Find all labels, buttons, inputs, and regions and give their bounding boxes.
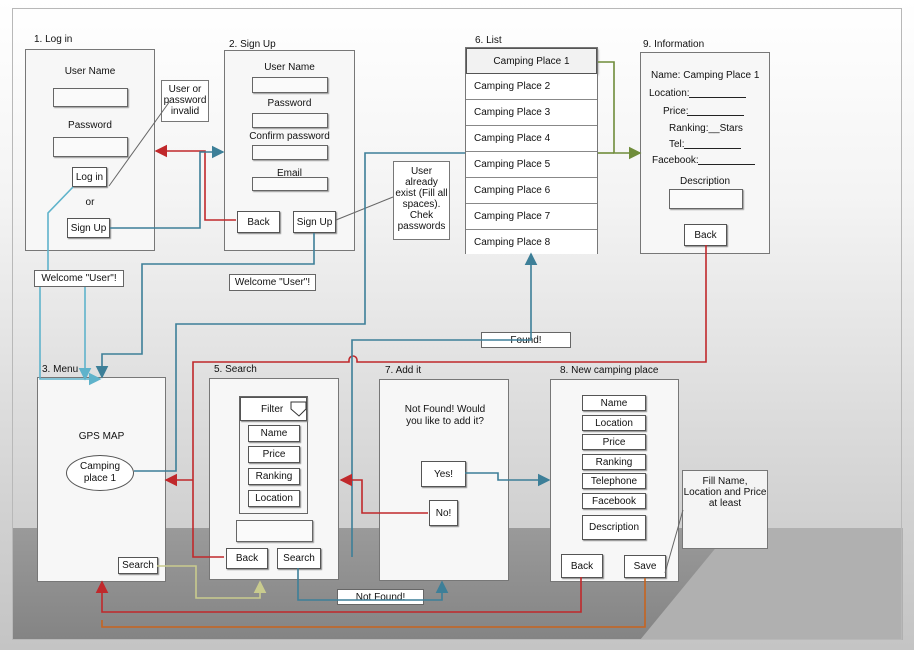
signup-title: 2. Sign Up [229,39,276,50]
newplace-field-price[interactable]: Price [582,434,646,450]
login-user-label: User Name [64,66,116,77]
search-input[interactable] [236,520,313,542]
chevron-down-icon [290,401,307,417]
login-panel: User Name Password Log in or Sign Up [25,49,155,251]
list-item-5[interactable]: Camping Place 5 [466,152,597,178]
newplace-field-facebook[interactable]: Facebook [582,493,646,509]
newplace-field-ranking[interactable]: Ranking [582,454,646,470]
list-item-8[interactable]: Camping Place 8 [466,230,597,254]
login-signup-button[interactable]: Sign Up [67,218,110,238]
list-item-2[interactable]: Camping Place 2 [466,74,597,100]
welcome-tag-1: Welcome "User"! [34,270,124,287]
menu-gps-map: GPS MAP [78,431,125,442]
addit-title: 7. Add it [385,365,422,376]
diagram-frame [12,8,902,640]
signup-password-field[interactable] [252,113,328,128]
addit-message: Not Found! Would you like to add it? [404,404,486,427]
newplace-field-location[interactable]: Location [582,415,646,431]
signup-user-label: User Name [264,62,315,73]
login-button[interactable]: Log in [72,167,107,187]
login-password-field[interactable] [53,137,128,157]
info-tel-line [684,148,741,149]
search-option-name[interactable]: Name [248,425,300,442]
info-facebook-line [698,164,755,165]
info-price-label: Price: [663,106,689,117]
list-item-6[interactable]: Camping Place 6 [466,178,597,204]
info-ranking: Ranking:__Stars [669,123,743,134]
newplace-panel: Name Location Price Ranking Telephone Fa… [550,379,679,582]
list-item-4[interactable]: Camping Place 4 [466,126,597,152]
signup-password-label: Password [267,98,312,109]
signup-back-button[interactable]: Back [237,211,280,233]
login-password-label: Password [68,120,112,131]
menu-title: 3. Menu [42,364,79,375]
info-price-line [687,115,744,116]
signup-user-field[interactable] [252,77,328,93]
info-back-button[interactable]: Back [684,224,727,246]
info-location-line [689,97,746,98]
newplace-back-button[interactable]: Back [561,554,603,578]
menu-search-button[interactable]: Search [118,557,158,574]
menu-camping-place-marker[interactable]: Camping place 1 [66,455,134,491]
search-option-ranking[interactable]: Ranking [248,468,300,485]
info-tel-label: Tel: [669,139,685,150]
addit-yes-button[interactable]: Yes! [421,461,466,487]
list-item-1[interactable]: Camping Place 1 [466,48,597,74]
newplace-field-description[interactable]: Description [582,515,646,540]
signup-confirm-field[interactable] [252,145,328,160]
newplace-note: Fill Name, Location and Price at least [682,470,768,549]
list-item-7[interactable]: Camping Place 7 [466,204,597,230]
signup-email-field[interactable] [252,177,328,191]
list-panel: Camping Place 1 Camping Place 2 Camping … [465,47,598,254]
newplace-field-name[interactable]: Name [582,395,646,411]
signup-panel: User Name Password Confirm password Emai… [224,50,355,251]
welcome-tag-2: Welcome "User"! [229,274,316,291]
search-title: 5. Search [214,364,257,375]
search-option-location[interactable]: Location [248,490,300,507]
login-title: 1. Log in [34,34,73,45]
search-panel: Filter Name Price Ranking Location Back … [209,378,339,580]
search-back-button[interactable]: Back [226,548,268,569]
info-title: 9. Information [643,39,705,50]
menu-panel: GPS MAP Camping place 1 Search [37,377,166,582]
not-found-tag: Not Found! [337,589,424,605]
search-submit-button[interactable]: Search [277,548,321,569]
addit-panel: Not Found! Would you like to add it? Yes… [379,379,509,581]
login-or-label: or [85,197,95,208]
info-panel: Name: Camping Place 1 Location: Price: R… [640,52,770,254]
addit-no-button[interactable]: No! [429,500,458,526]
info-description-field [669,189,743,209]
info-facebook-label: Facebook: [652,155,699,166]
newplace-title: 8. New camping place [560,365,659,376]
info-name: Name: Camping Place 1 [651,70,760,81]
signup-confirm-label: Confirm password [249,131,330,142]
found-tag: Found! [481,332,571,348]
signup-button[interactable]: Sign Up [293,211,336,233]
newplace-field-telephone[interactable]: Telephone [582,473,646,489]
search-filter-label: Filter [261,403,284,415]
info-description-label: Description [679,176,731,187]
newplace-save-button[interactable]: Save [624,555,666,578]
search-option-price[interactable]: Price [248,446,300,463]
info-location-label: Location: [649,88,690,99]
login-user-field[interactable] [53,88,128,107]
signup-error-note: User already exist (Fill all spaces). Ch… [393,161,450,240]
login-error-note: User or password invalid [161,80,209,122]
list-item-3[interactable]: Camping Place 3 [466,100,597,126]
list-title: 6. List [475,35,502,46]
